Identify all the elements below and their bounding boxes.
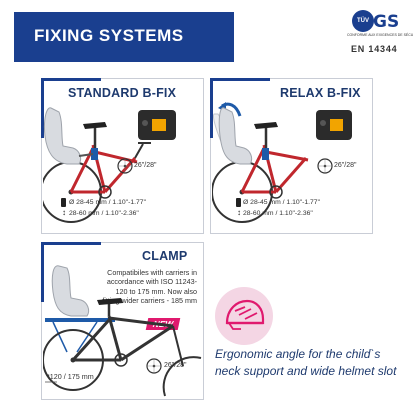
clamp-description: Compatibiles with carriers in accordance…: [102, 268, 197, 305]
clamp-bike-illustration: [43, 265, 202, 397]
panel-title-relax: RELAX B-FIX: [280, 86, 361, 100]
feature-description: Ergonomic angle for the child`s neck sup…: [215, 347, 397, 378]
cert-small-text: CONFORME AUX EXIGENCES DE SÉCURITÉ: [347, 33, 413, 37]
spec-length-relax: 28-60 mm / 1.10"-2.36": [243, 210, 313, 217]
cert-standard: EN 14344: [351, 44, 398, 54]
wheel-size-icon: [146, 358, 162, 374]
tuv-seal: TÜV: [352, 10, 374, 32]
bfix-bracket-icon: [138, 110, 176, 140]
tube-length-icon: ↕: [237, 208, 241, 217]
panel-title-standard: STANDARD B-FIX: [68, 86, 177, 100]
bfix-bracket-icon: [316, 110, 352, 140]
spec-length-standard: 28-60 mm / 1.10"-2.36": [69, 210, 139, 217]
spec-diameter-relax: Ø 28-45 mm / 1.10"-1.77": [243, 199, 320, 206]
panel-title-clamp: CLAMP: [142, 249, 188, 263]
wheel-size-icon: [317, 158, 333, 174]
wheel-size-clamp: 26"/28": [164, 362, 187, 369]
certification-logo: TÜV GS CONFORME AUX EXIGENCES DE SÉCURIT…: [347, 8, 413, 64]
wheel-size-relax: 26"/28": [334, 162, 357, 169]
page-title: FIXING SYSTEMS: [34, 26, 184, 45]
header-band: FIXING SYSTEMS: [14, 12, 234, 62]
wheel-size-icon: [117, 158, 133, 174]
tube-diameter-icon: [61, 198, 66, 207]
tube-length-icon: ↕: [62, 208, 66, 217]
helmet-icon-circle: [215, 287, 273, 345]
spec-diameter-standard: Ø 28-45 mm / 1.10"-1.77": [69, 199, 146, 206]
tube-diameter-icon: [236, 198, 241, 207]
carrier-width-label: *120 / 175 mm: [47, 372, 94, 381]
relax-bike-illustration: [212, 107, 309, 223]
wheel-size-standard: 26"/28": [134, 162, 157, 169]
gs-mark: GS: [373, 12, 400, 32]
helmet-icon: [225, 299, 265, 330]
